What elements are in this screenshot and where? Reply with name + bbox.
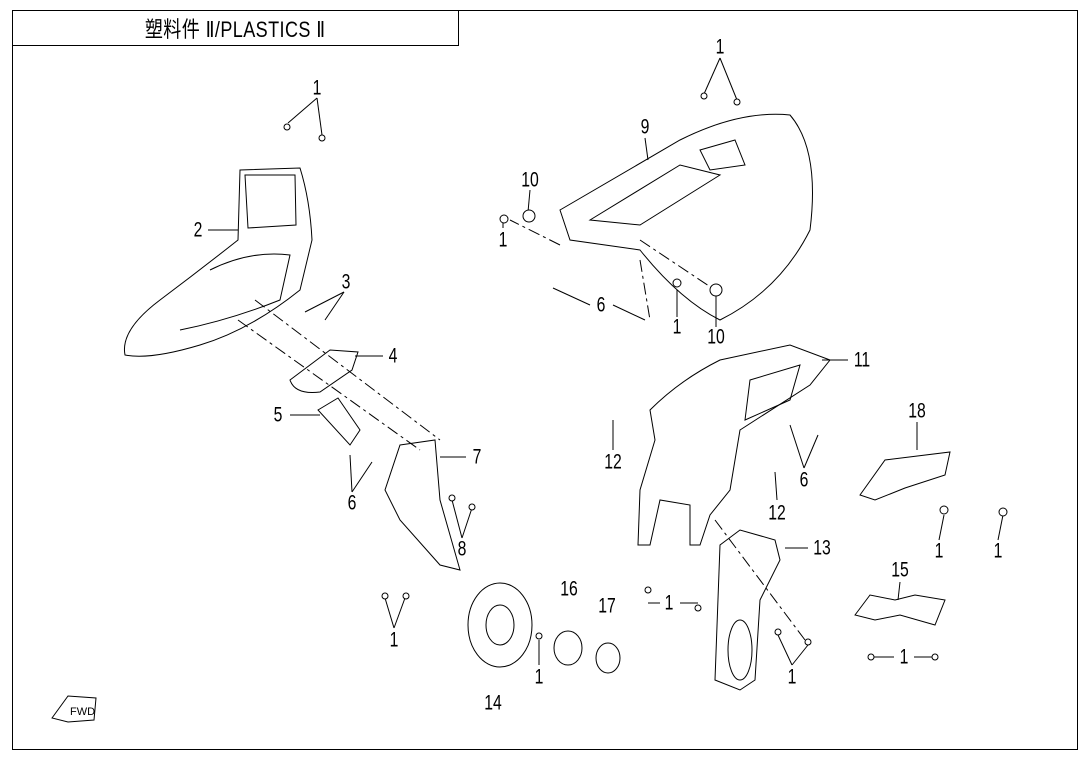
callout-12: 12 [604,450,622,474]
callout-1: 1 [672,315,682,339]
callout-15: 15 [891,558,909,582]
callout-8: 8 [457,537,467,561]
callout-1: 1 [899,645,909,669]
callout-13: 13 [813,536,831,560]
page-title: 塑料件 Ⅱ/PLASTICS Ⅱ [145,17,326,42]
part-4 [289,349,359,393]
diagram-frame [12,10,1078,750]
part-rear-fender [559,113,813,321]
fasteners [283,92,1008,661]
part-7 [384,439,461,571]
callout-2: 2 [193,218,203,242]
fwd-direction-icon: FWD [50,688,100,733]
svg-text:FWD: FWD [70,706,95,718]
callout-9: 9 [640,115,650,139]
callout-1: 1 [498,228,508,252]
part-front-fender [123,167,313,357]
part-18 [859,451,951,501]
callout-14: 14 [484,691,502,715]
callout-1: 1 [664,591,674,615]
part-13 [714,529,781,691]
callout-12: 12 [768,501,786,525]
callout-7: 7 [472,445,482,469]
part-5 [317,397,361,446]
callout-1: 1 [389,628,399,652]
title-box: 塑料件 Ⅱ/PLASTICS Ⅱ [12,10,459,46]
part-17 [595,642,621,674]
part-15 [854,594,946,626]
callout-1: 1 [715,35,725,59]
callout-3: 3 [341,270,351,294]
callout-6: 6 [596,293,606,317]
callout-5: 5 [273,403,283,427]
callout-1: 1 [993,539,1003,563]
callout-1: 1 [787,665,797,689]
callout-4: 4 [388,344,398,368]
callout-16: 16 [560,577,578,601]
dashed-assembly-lines [237,219,806,641]
leader-lines [208,57,1004,666]
part-11 [637,344,831,546]
callout-10: 10 [521,168,539,192]
callout-1: 1 [934,539,944,563]
part-16 [553,630,583,666]
callout-1: 1 [312,76,322,100]
callout-17: 17 [598,594,616,618]
callout-10: 10 [707,325,725,349]
callout-6: 6 [347,491,357,515]
part-14 [467,582,533,668]
callout-6: 6 [799,468,809,492]
callout-1: 1 [534,665,544,689]
callout-18: 18 [908,399,926,423]
callout-11: 11 [853,348,871,372]
